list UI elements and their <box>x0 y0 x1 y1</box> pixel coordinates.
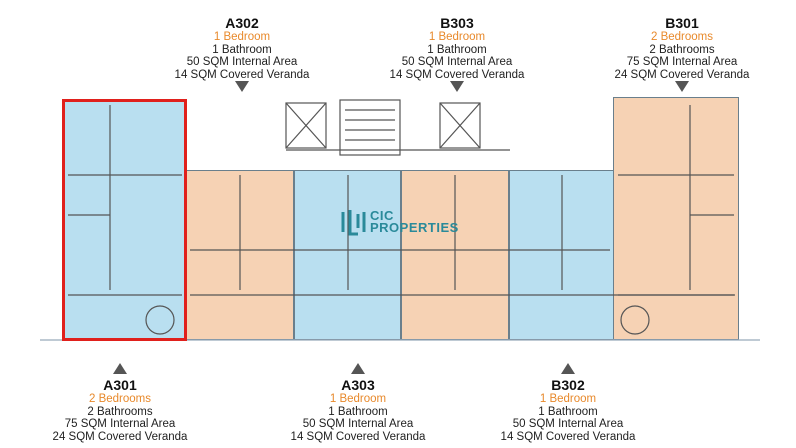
unit-label-a301: A301 2 Bedrooms 2 Bathrooms 75 SQM Inter… <box>20 378 220 443</box>
unit-internal-area: 50 SQM Internal Area <box>186 56 298 68</box>
pointer-down-icon <box>450 81 464 92</box>
pointer-down-icon <box>235 81 249 92</box>
unit-code: B303 <box>440 15 474 31</box>
logo-line1: CIC <box>370 208 394 223</box>
pointer-up-icon <box>351 363 365 374</box>
unit-veranda: 14 SQM Covered Veranda <box>500 430 636 443</box>
unit-code: B302 <box>551 377 585 393</box>
unit-veranda: 14 SQM Covered Veranda <box>290 430 426 443</box>
unit-code: A301 <box>103 377 137 393</box>
unit-bedrooms: 1 Bedroom <box>428 31 486 43</box>
unit-bathrooms: 1 Bathroom <box>427 43 487 56</box>
unit-internal-area: 50 SQM Internal Area <box>401 56 513 68</box>
unit-veranda: 24 SQM Covered Veranda <box>614 68 750 81</box>
unit-label-b301: B301 2 Bedrooms 2 Bathrooms 75 SQM Inter… <box>582 16 782 81</box>
logo-line2: PROPERTIES <box>370 220 459 235</box>
unit-bathrooms: 2 Bathrooms <box>87 405 153 418</box>
unit-bedrooms: 1 Bedroom <box>329 393 387 405</box>
unit-a301-plan[interactable] <box>62 100 186 340</box>
unit-internal-area: 50 SQM Internal Area <box>302 418 414 430</box>
unit-internal-area: 75 SQM Internal Area <box>64 418 176 430</box>
unit-internal-area: 75 SQM Internal Area <box>626 56 738 68</box>
pointer-up-icon <box>561 363 575 374</box>
unit-label-a303: A303 1 Bedroom 1 Bathroom 50 SQM Interna… <box>258 378 458 443</box>
unit-bedrooms: 1 Bedroom <box>539 393 597 405</box>
unit-label-b302: B302 1 Bedroom 1 Bathroom 50 SQM Interna… <box>468 378 668 443</box>
pointer-up-icon <box>113 363 127 374</box>
unit-internal-area: 50 SQM Internal Area <box>512 418 624 430</box>
logo-icon <box>341 210 366 236</box>
unit-bedrooms: 2 Bedrooms <box>88 393 151 405</box>
unit-label-a302: A302 1 Bedroom 1 Bathroom 50 SQM Interna… <box>142 16 342 81</box>
unit-veranda: 24 SQM Covered Veranda <box>52 430 188 443</box>
unit-veranda: 14 SQM Covered Veranda <box>389 68 525 81</box>
unit-bedrooms: 1 Bedroom <box>213 31 271 43</box>
unit-bathrooms: 1 Bathroom <box>328 405 388 418</box>
unit-bathrooms: 1 Bathroom <box>538 405 598 418</box>
unit-bathrooms: 2 Bathrooms <box>649 43 715 56</box>
unit-label-b303: B303 1 Bedroom 1 Bathroom 50 SQM Interna… <box>357 16 557 81</box>
unit-veranda: 14 SQM Covered Veranda <box>174 68 310 81</box>
unit-b301-plan[interactable] <box>613 97 739 340</box>
unit-code: B301 <box>665 15 699 31</box>
unit-code: A303 <box>341 377 375 393</box>
unit-bathrooms: 1 Bathroom <box>212 43 272 56</box>
selected-unit-highlight <box>62 99 187 341</box>
unit-code: A302 <box>225 15 259 31</box>
unit-bedrooms: 2 Bedrooms <box>650 31 713 43</box>
pointer-down-icon <box>675 81 689 92</box>
